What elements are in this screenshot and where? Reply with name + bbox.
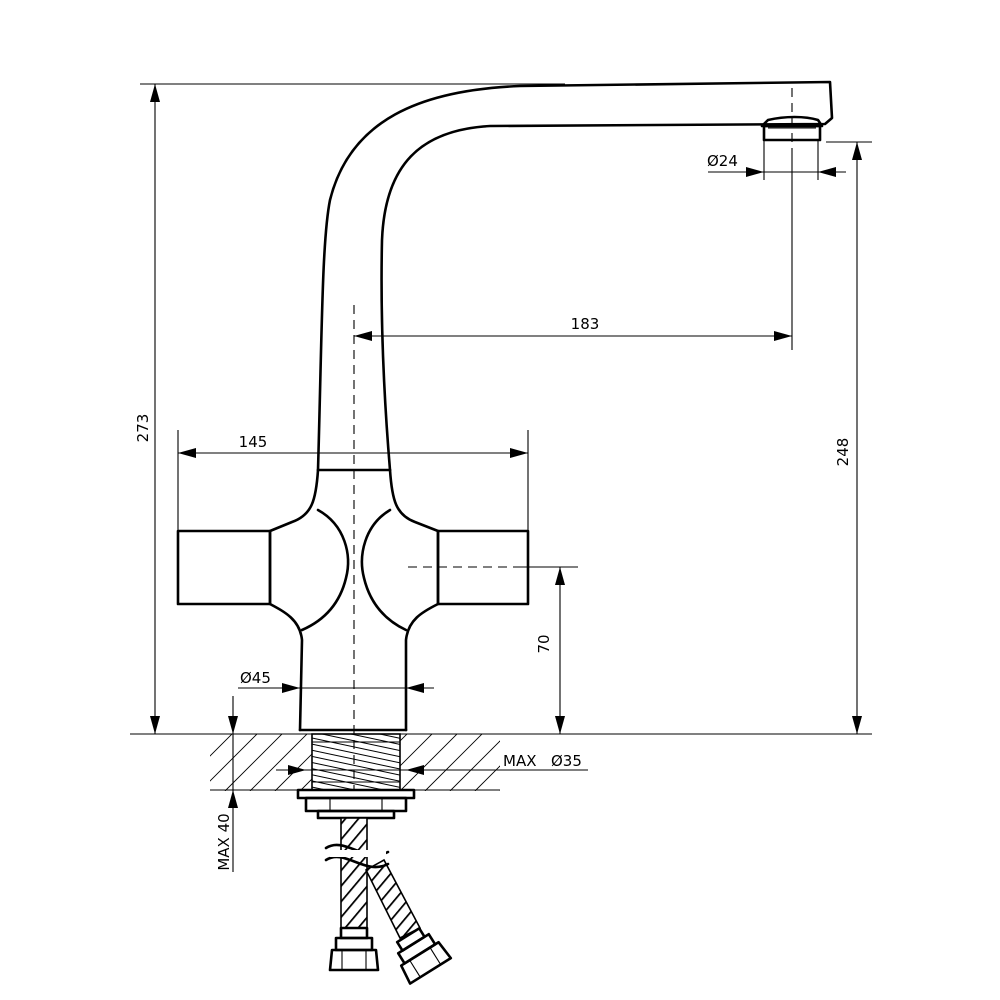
cartridge-cutaway-left: [300, 508, 350, 632]
handle-span-label: 145: [239, 433, 268, 451]
handle-height-dimension: [520, 566, 578, 734]
body-left: [268, 468, 320, 732]
aerator-diameter-label: Ø24: [707, 152, 738, 170]
body-right: [388, 468, 440, 732]
countertop-thickness-label: MAX 40: [215, 813, 233, 870]
dimension-lines: [140, 83, 872, 872]
hose-right: [364, 858, 422, 940]
spout-reach-dimension: [354, 150, 793, 350]
mounting-nut: [304, 796, 408, 813]
handle-span-dimension: [177, 430, 529, 531]
mounting-hole-prefix-label: MAX: [503, 752, 536, 770]
handle-height-label: 70: [535, 634, 553, 653]
countertop-hatching: [210, 734, 500, 791]
handle-left: [176, 529, 272, 606]
aerator-diameter-dimension: [708, 140, 846, 180]
countertop-thickness-dimension: [228, 696, 238, 872]
hose-left: [340, 817, 368, 929]
spout-reach-label: 183: [571, 315, 600, 333]
overall-height-dimension: [140, 83, 565, 734]
spout-height-dimension: [826, 141, 872, 734]
spout-height-label: 248: [834, 438, 852, 467]
countertop: [130, 733, 872, 791]
threaded-stud: [311, 733, 401, 791]
body-diameter-dimension: [238, 683, 434, 693]
hose-fitting-left: [328, 926, 380, 972]
center-lines: [353, 88, 793, 790]
hose-fitting-right: [395, 927, 453, 985]
spout: [316, 80, 834, 472]
body-diameter-label: Ø45: [240, 669, 271, 687]
cartridge-cutaway-right: [360, 508, 408, 632]
mounting-hole-dimension: [276, 765, 588, 775]
mounting-hole-label: Ø35: [551, 752, 582, 770]
flexible-hoses: [324, 817, 453, 985]
overall-height-label: 273: [134, 414, 152, 443]
mounting-assembly: [296, 733, 416, 820]
faucet: [176, 80, 834, 732]
dimension-labels: 273 248 183 145 70 Ø45 Ø24 MAX Ø35 MAX 4…: [134, 152, 852, 871]
